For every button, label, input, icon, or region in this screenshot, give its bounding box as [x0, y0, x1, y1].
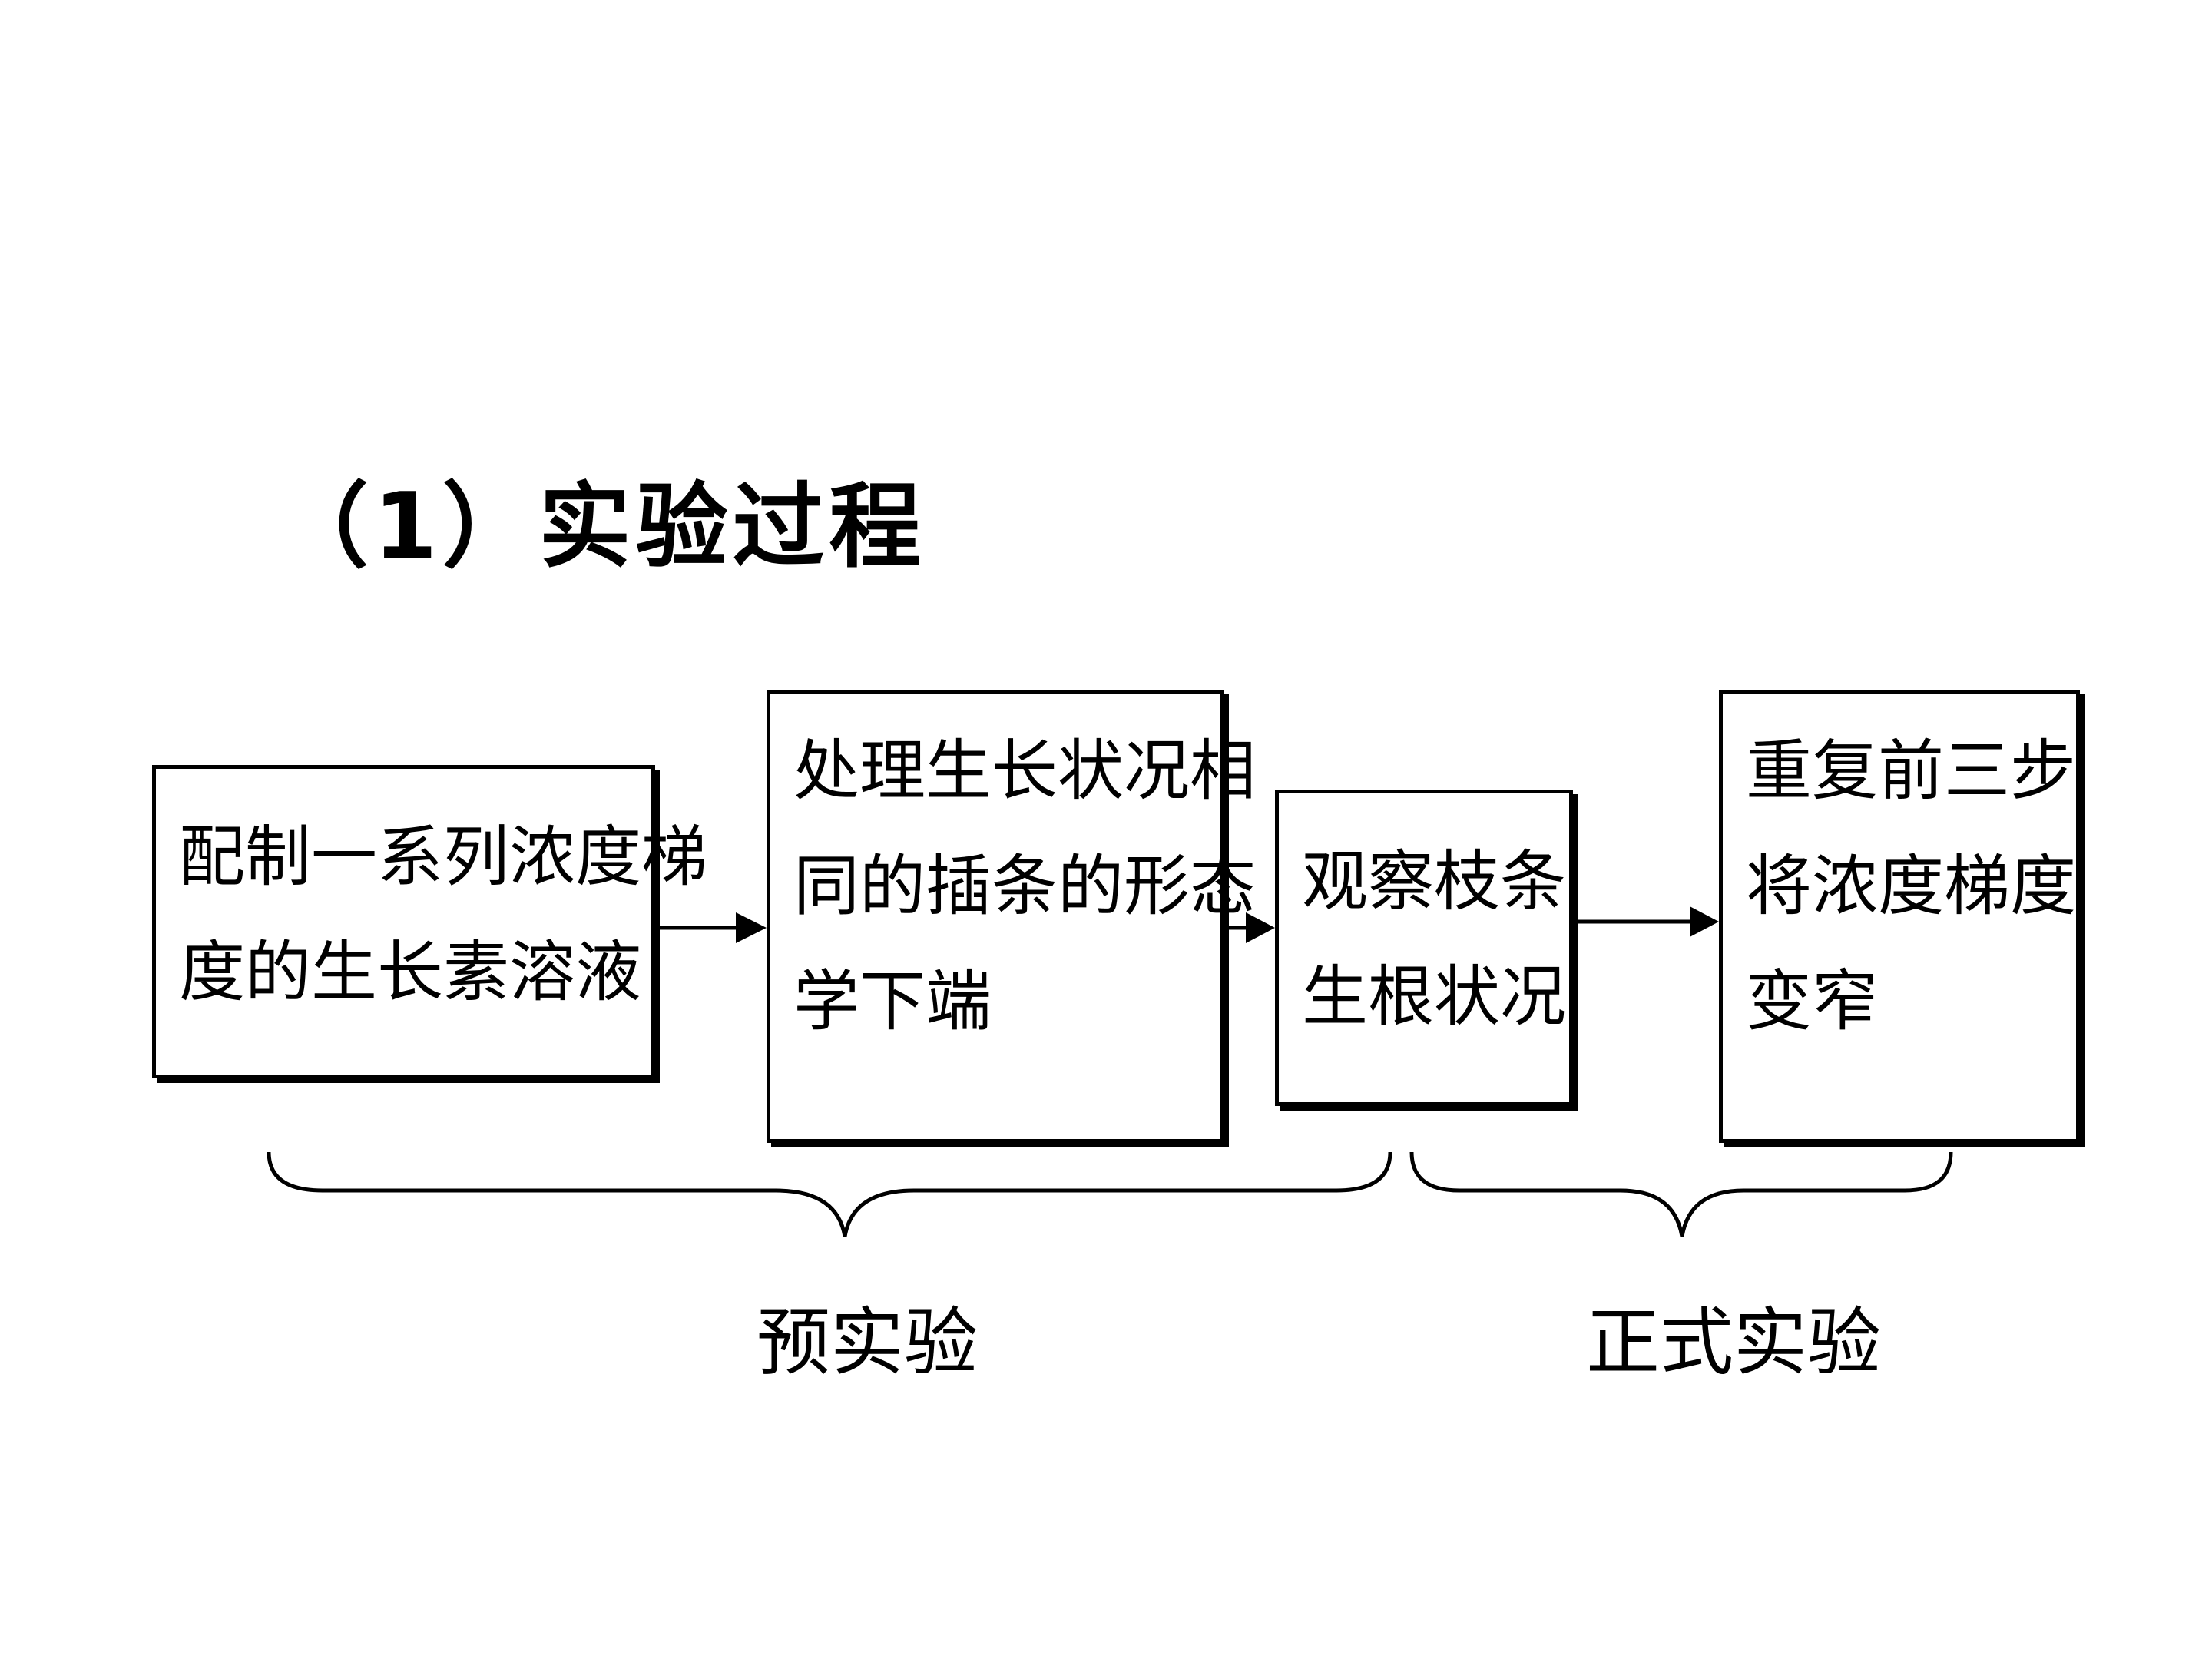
step-text-line: 同的插条的形态 [793, 848, 1256, 925]
step-text-line: 学下端 [793, 963, 992, 1040]
step-text-line: 重复前三步 [1746, 733, 2076, 810]
step-box-observe-rooting: 观察枝条 生根状况 [1275, 790, 1573, 1106]
step-text-line: 生根状况 [1302, 959, 1566, 1035]
step-text-line: 度的生长素溶液 [179, 934, 641, 1011]
arrowhead-1 [736, 912, 767, 943]
page-title: （1）实验过程 [276, 474, 926, 581]
arrowhead-2 [1246, 912, 1275, 943]
step-box-repeat-narrow-gradient: 重复前三步 将浓度梯度 变窄 [1719, 690, 2080, 1143]
phase-label-pre-experiment: 预实验 [757, 1300, 978, 1386]
brace-pre-experiment [267, 1151, 1392, 1237]
step-box-treat-cuttings: 处理生长状况相 同的插条的形态 学下端 [767, 690, 1256, 1143]
step-box-prepare-solutions: 配制一系列浓度梯 度的生长素溶液 [152, 765, 707, 1078]
step-text-line: 处理生长状况相 [793, 733, 1256, 810]
step-text-line: 观察枝条 [1302, 843, 1566, 920]
arrowhead-3 [1690, 906, 1719, 937]
phase-label-formal-experiment: 正式实验 [1586, 1300, 1881, 1386]
step-text-line: 变窄 [1746, 963, 1878, 1040]
step-text-line: 将浓度梯度 [1746, 848, 2076, 925]
brace-formal-experiment [1409, 1151, 1953, 1237]
step-text-line: 配制一系列浓度梯 [179, 819, 707, 896]
